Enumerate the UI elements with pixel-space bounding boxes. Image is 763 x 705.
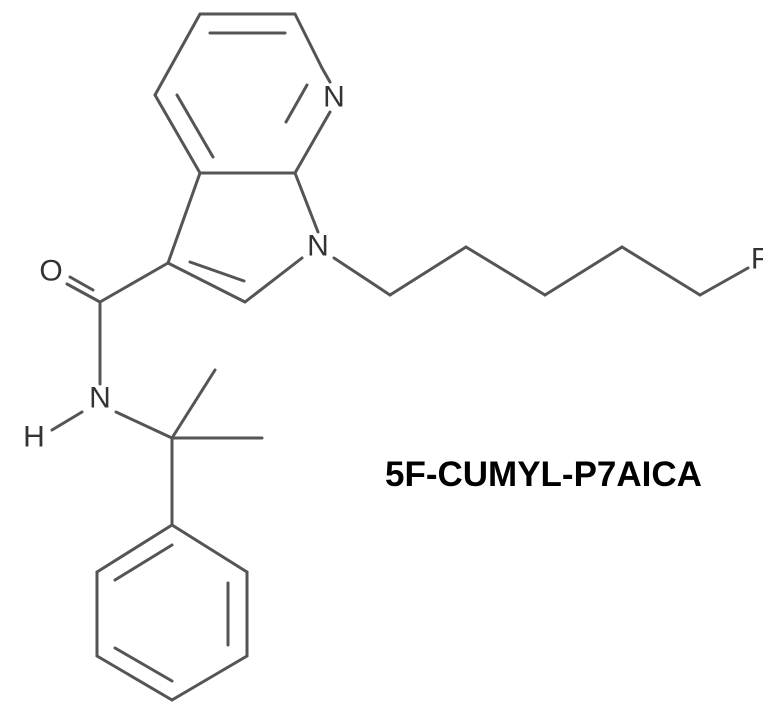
phenyl-bond-3	[170, 654, 249, 702]
cumyl-group	[170, 368, 264, 527]
chain-bond-6	[698, 266, 750, 297]
chain-bond-1	[332, 256, 392, 297]
carboxamide-group	[50, 261, 174, 440]
atom-label-oxygen: O	[39, 255, 62, 288]
atom-label-n-pyridine: N	[323, 81, 345, 114]
pyridine-ring	[153, 12, 332, 175]
atom-label-n-indole: N	[307, 230, 329, 263]
bond-c3a-c3	[166, 171, 202, 265]
bond-n7-c7a	[293, 110, 332, 175]
bond-methyl-up	[170, 368, 217, 440]
atom-label-n-amide: N	[89, 382, 111, 415]
bond-c2-n1	[243, 256, 304, 304]
bond-c4ring-c4	[153, 12, 202, 97]
pyrrole-ring	[166, 171, 320, 304]
phenyl-bond-1	[170, 523, 249, 574]
chain-bond-2	[388, 245, 468, 297]
phenyl-bond-6	[95, 523, 174, 574]
carbonyl-double-1	[65, 282, 102, 304]
phenyl-ring	[95, 523, 249, 702]
chain-bond-3	[464, 245, 547, 297]
phenyl-inner-bottom	[113, 646, 174, 683]
double-bond-inner-right	[284, 83, 309, 124]
bond-c6-n7-stub	[320, 66, 332, 84]
phenyl-inner-top	[113, 543, 174, 582]
bond-c3-c2	[166, 261, 247, 304]
bond-n-cumyl	[114, 410, 174, 440]
chain-bond-5	[620, 245, 702, 297]
bond-c5-c6	[293, 12, 324, 70]
compound-name-label: 5F-CUMYL-P7AICA	[385, 455, 702, 494]
bond-c3-carbonyl	[98, 261, 170, 304]
double-bond-c3-c2-inner	[188, 260, 246, 283]
carbonyl-double-2	[68, 275, 95, 292]
atom-label-h-amide: H	[23, 421, 45, 454]
bond-n1-c7a	[293, 171, 320, 234]
chain-bond-4	[543, 245, 624, 297]
bond-c3a-c4ring	[153, 93, 202, 175]
phenyl-bond-4	[95, 654, 174, 702]
fluoropentyl-chain	[332, 245, 750, 297]
double-bond-inner-left	[175, 93, 215, 159]
bond-n-h	[50, 410, 84, 432]
atom-label-fluorine: F	[751, 243, 763, 276]
